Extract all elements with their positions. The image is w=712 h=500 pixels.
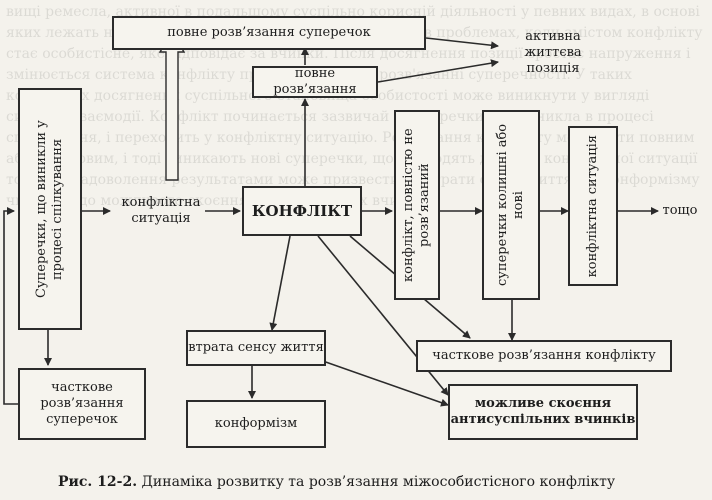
label-conflict-situation: конфліктна ситуація: [121, 195, 201, 226]
arrow-situation-to-full-disputes: [158, 30, 186, 181]
arrow-partial-to-disputes: [3, 207, 18, 405]
box-conflict: КОНФЛІКТ: [242, 186, 362, 236]
box-partial-resolution-disputes: часткове розв’язання суперечок: [18, 368, 146, 440]
arrow-full-disputes-to-active: [425, 37, 499, 50]
arrow-full-resolution-to-active: [377, 59, 499, 83]
arrow-loss-to-antisocial: [319, 359, 449, 407]
arrow-conflict-to-loss: [269, 235, 291, 331]
box-full-resolution: повне розв’язання: [252, 66, 378, 98]
box-disputes-arisen: Суперечки, що виникли у процесі спілкува…: [18, 88, 82, 330]
box-partial-resolution-conflict: часткове розв’язання конфлікту: [416, 340, 672, 372]
label-etc: тощо: [662, 203, 698, 218]
caption-prefix: Рис. 12-2.: [58, 474, 138, 490]
box-loss-of-meaning: втрата сенсу життя: [186, 330, 326, 366]
box-conformism: конформізм: [186, 400, 326, 448]
box-full-resolution-disputes: повне розв’язання суперечок: [112, 16, 426, 50]
caption-text: Динаміка розвитку та розв’язання міжособ…: [137, 474, 616, 490]
box-conflict-unresolved: конфлікт, повністю не розв’язаний: [394, 110, 440, 300]
box-active-life-position: активна життєва позиція: [524, 29, 582, 76]
box-conflict-situation-2: конфліктна ситуація: [568, 126, 618, 286]
figure-caption: Рис. 12-2. Динаміка розвитку та розв’яза…: [58, 474, 615, 490]
box-old-disputes-new: суперечки колишні або нові: [482, 110, 540, 300]
box-antisocial-acts: можливе скоєння антисуспільних вчинків: [448, 384, 638, 440]
